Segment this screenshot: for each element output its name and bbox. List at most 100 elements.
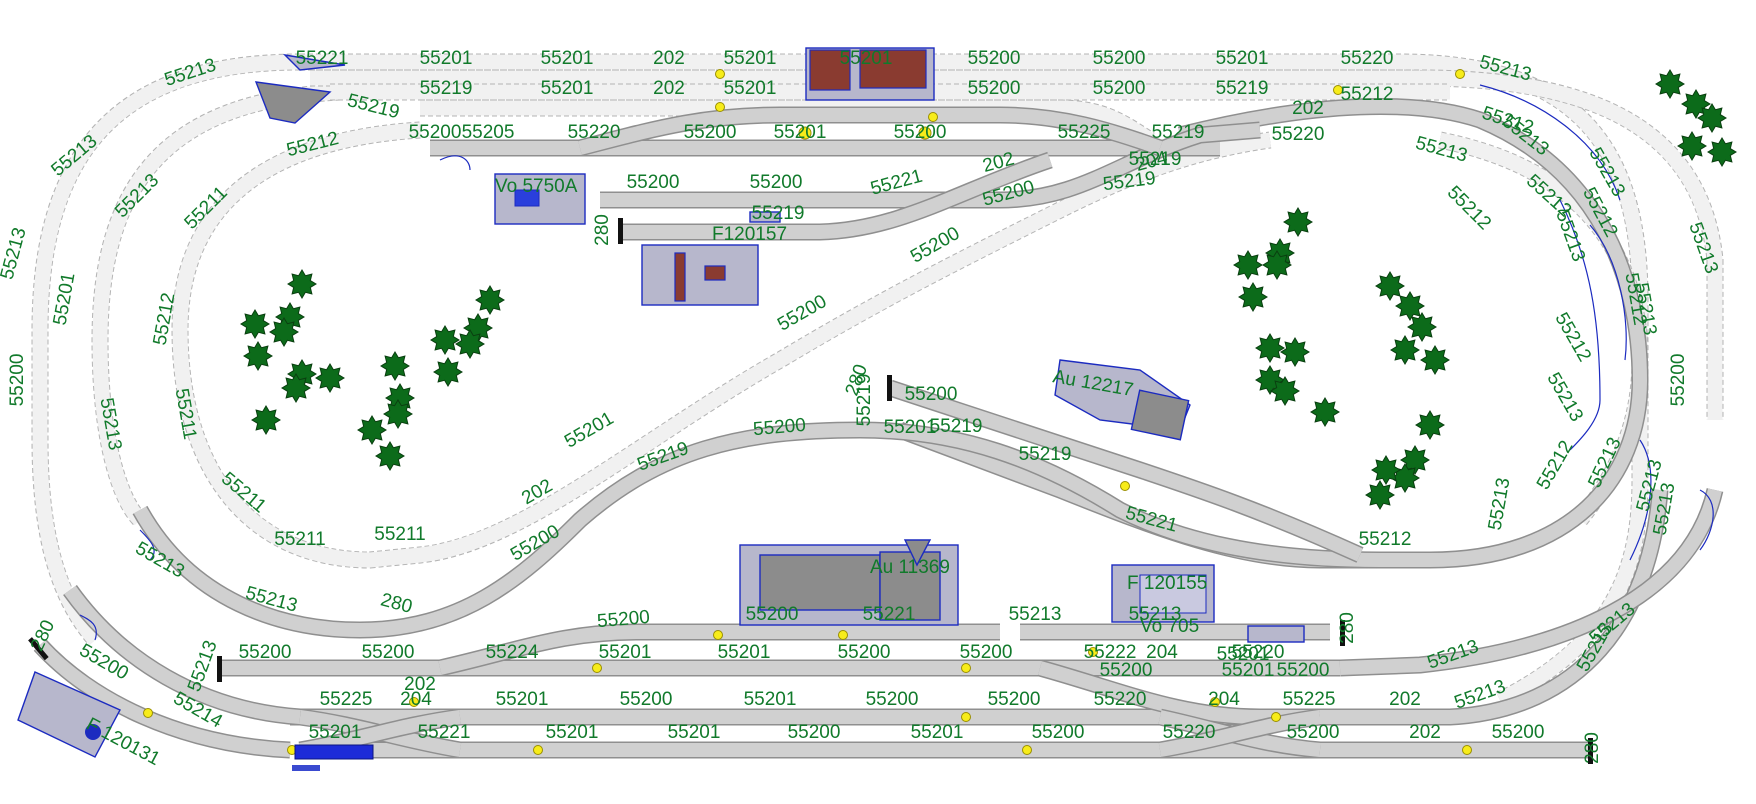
track-piece-label: 55200	[1277, 660, 1330, 681]
tree-icon	[1310, 397, 1340, 427]
track-piece-label: 55201	[718, 642, 771, 663]
tree-icon	[1707, 137, 1737, 167]
tree-icon	[455, 329, 485, 359]
tree-icon	[1677, 131, 1707, 161]
layout-objects	[17, 47, 1305, 771]
track-piece-label: 55201	[668, 722, 721, 743]
track-piece-label: 55220	[1341, 48, 1394, 69]
track-piece-label: 55225	[1058, 122, 1111, 143]
track-piece-label: 55201	[911, 722, 964, 743]
tree-icon	[1395, 291, 1425, 321]
locomotive	[292, 744, 374, 771]
track-piece-label: 55200	[239, 642, 292, 663]
tree-icon	[1375, 271, 1405, 301]
track-piece-label: 55201	[774, 122, 827, 143]
track-piece-label: 55220	[568, 122, 621, 143]
track-piece-label: 55212	[1359, 529, 1412, 550]
tree-icon	[269, 317, 299, 347]
object-label-vo-705: Vo 705	[1140, 616, 1199, 637]
track-piece-label: 55200	[968, 48, 1021, 69]
track-piece-label: 55201	[724, 78, 777, 99]
tree-icon	[1400, 445, 1430, 475]
track-piece-label: 55200	[788, 722, 841, 743]
object-label-au-11369: Au 11369	[870, 557, 950, 578]
track-piece-label: 55220	[1272, 124, 1325, 145]
tree-icon	[243, 341, 273, 371]
track-piece-label: 202	[653, 48, 685, 69]
track-piece-label: 55201	[561, 408, 617, 453]
tree-icon	[1407, 312, 1437, 342]
track-piece-label: 55200	[1668, 354, 1689, 407]
tree-icon	[1255, 333, 1285, 363]
track-piece-label: 202	[653, 78, 685, 99]
building-au-11369	[739, 539, 959, 626]
track-piece-label: 55219	[930, 416, 983, 437]
track-piece-label: 55200	[596, 607, 650, 633]
track-piece-label: 55200	[866, 689, 919, 710]
track-piece-label: 55219	[1019, 444, 1072, 465]
track-piece-label: 55201	[1217, 644, 1270, 665]
track-piece-label: 202	[1389, 689, 1421, 710]
track-piece-label: 55200	[362, 642, 415, 663]
track-piece-label: 55219	[420, 78, 473, 99]
track-piece-label: 280	[592, 214, 613, 246]
visible-tracks	[33, 98, 1724, 759]
building-f-120155	[1111, 564, 1215, 623]
tree-icon	[1697, 103, 1727, 133]
track-piece-label: 55200	[960, 642, 1013, 663]
track-piece-label: 55200	[7, 354, 28, 407]
object-label-vo-5750a: Vo 5750A	[495, 176, 578, 197]
track-piece-label: 202	[404, 674, 436, 695]
track-piece-label: 55201	[840, 48, 893, 69]
track-piece-label: 55200	[746, 604, 799, 625]
track-piece-label: 55213	[0, 225, 31, 281]
track-piece-label: 55200	[684, 122, 737, 143]
track-piece-label: 204	[400, 689, 432, 710]
track-piece-label: 55201	[724, 48, 777, 69]
track-piece-label: 280	[378, 589, 414, 617]
tree-icon	[433, 357, 463, 387]
track-piece-label: 55219	[854, 374, 875, 427]
tree-icon	[281, 373, 311, 403]
tree-icon	[1283, 207, 1313, 237]
track-piece-label: 55222	[1084, 642, 1137, 663]
building-au-12217	[1054, 359, 1191, 441]
building-vo-705	[1247, 625, 1305, 643]
track-piece-label: 55213	[1129, 604, 1182, 625]
track-piece-label: 204	[1146, 642, 1178, 663]
tree-icon	[383, 399, 413, 429]
trees	[240, 69, 1737, 510]
track-piece-label: 202	[1409, 722, 1441, 743]
wires	[79, 84, 1714, 641]
track-piece-label: 55201	[1216, 48, 1269, 69]
track-piece-label: 55212	[1550, 309, 1595, 365]
tree-icon	[1270, 376, 1300, 406]
object-label-f120157: F120157	[712, 224, 787, 245]
track-piece-label: 55220	[1094, 689, 1147, 710]
object-label-f-120155: F 120155	[1127, 573, 1207, 594]
track-piece-label: 55200	[1093, 48, 1146, 69]
track-piece-label: 55219	[1152, 122, 1205, 143]
track-piece-label: 55200	[1032, 722, 1085, 743]
track-piece-label: 55200	[905, 384, 958, 405]
track-piece-label: 55200	[968, 78, 1021, 99]
track-piece-label: 55200	[838, 642, 891, 663]
track-piece-label: 55219	[752, 203, 805, 224]
tree-icon	[475, 285, 505, 315]
track-piece-label: 55201	[744, 689, 797, 710]
tree-icon	[375, 441, 405, 471]
track-piece-label: 55201	[884, 417, 937, 438]
track-piece-label: 55201	[599, 642, 652, 663]
track-piece-label: 55200	[1492, 722, 1545, 743]
track-piece-label: 55200	[894, 122, 947, 143]
track-piece-label: 204	[1208, 689, 1240, 710]
building-f120157	[641, 211, 781, 306]
track-piece-label: 55211	[274, 529, 325, 550]
track-piece-label: 55221	[863, 604, 916, 625]
track-piece-label: 55224	[486, 642, 539, 663]
track-piece-label: 55201	[309, 722, 362, 743]
track-piece-label: 55201	[546, 722, 599, 743]
tree-icon	[1420, 345, 1450, 375]
track-piece-label: 55213	[1485, 476, 1515, 532]
track-piece-label: 55201	[496, 689, 549, 710]
